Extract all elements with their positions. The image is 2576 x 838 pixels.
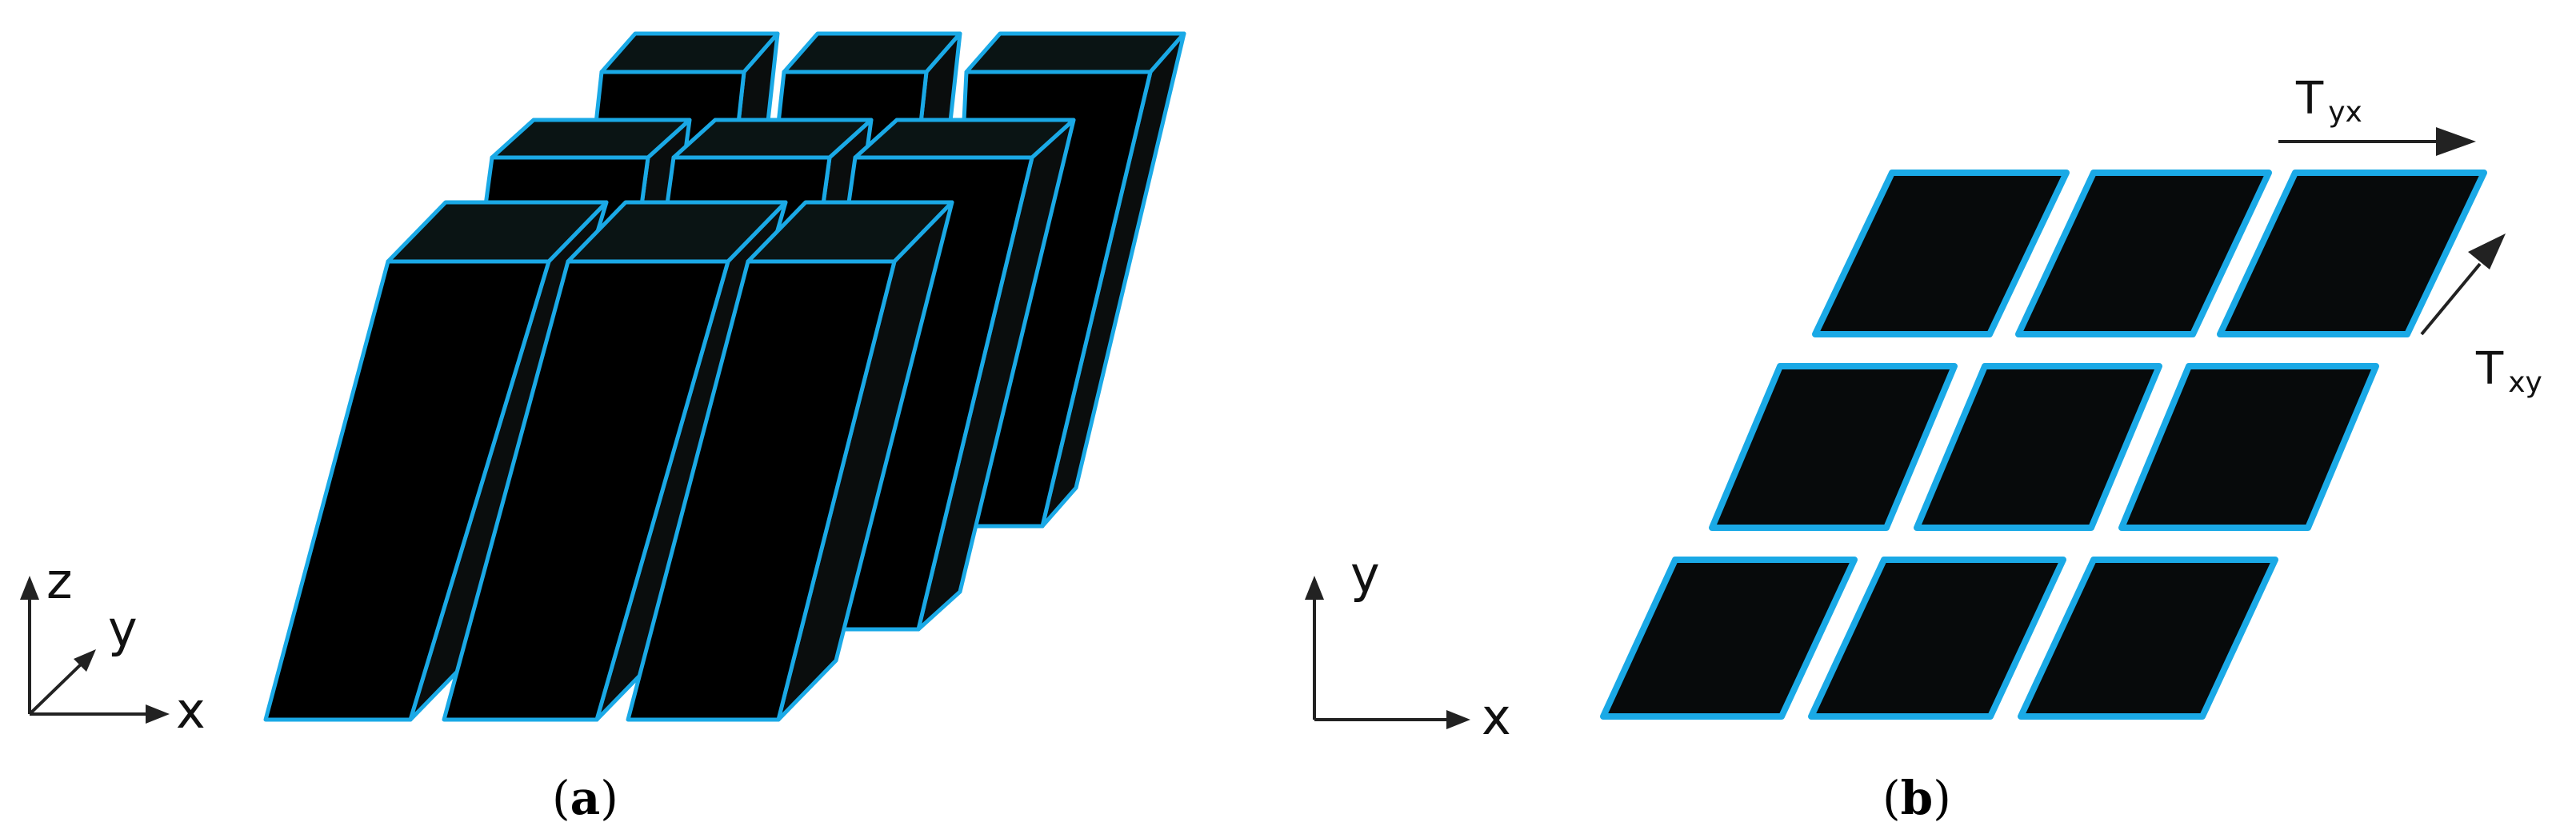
arrow-right-icon [146,704,170,724]
column [626,200,954,722]
panel-a-columns [263,31,1186,722]
caption-b: (b) [1882,771,1951,825]
grid-cell [1914,363,2162,531]
grid-cell [1709,363,1958,531]
arrow-up-icon [1305,576,1324,600]
arrow-right-icon [2436,127,2476,156]
grid-cell [2015,170,2272,337]
panel-a-axes: z y x [20,552,206,740]
arrow-diagonal-icon [74,649,96,672]
grid-cell [1812,170,2070,337]
axis-y-label: y [108,600,138,658]
axis-x-label: x [1482,688,1511,746]
grid-cell [2118,363,2379,531]
panel-b-grid [1600,170,2487,720]
axis-y-label: y [1350,545,1380,604]
grid-cell [2018,557,2278,720]
arrow-diagonal-icon [2468,233,2506,269]
axis-x-label: x [176,681,206,740]
axis-z-label: z [46,552,73,610]
arrow-up-icon [20,576,39,600]
panel-b-axes: y x [1305,545,1511,746]
grid-cell [1600,557,1858,720]
caption-a: (a) [552,771,618,825]
grid-cell [1808,557,2066,720]
grid-cell [2217,170,2487,337]
arrow-right-icon [1446,710,1470,729]
